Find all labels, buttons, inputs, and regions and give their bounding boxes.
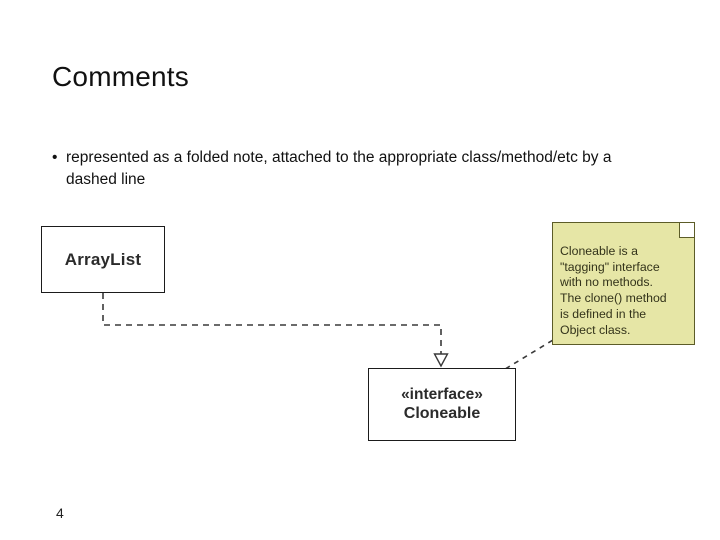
uml-class-arraylist[interactable]: ArrayList xyxy=(41,226,165,293)
uml-note[interactable]: Cloneable is a "tagging" interface with … xyxy=(552,222,695,345)
list-item: • represented as a folded note, attached… xyxy=(52,147,612,192)
page-title: Comments xyxy=(52,61,189,92)
uml-class-cloneable[interactable]: «interface» Cloneable xyxy=(368,368,516,441)
uml-class-name: Cloneable xyxy=(403,405,481,423)
page-number: 4 xyxy=(56,505,64,521)
uml-class-name: ArrayList xyxy=(64,249,142,269)
note-fold-icon xyxy=(679,223,694,238)
uml-note-text: Cloneable is a "tagging" interface with … xyxy=(560,243,667,337)
bullet-text: represented as a folded note, attached t… xyxy=(66,149,612,189)
hollow-triangle-arrowhead xyxy=(433,353,449,368)
realization-dashed-line xyxy=(102,293,442,360)
bullet-list: • represented as a folded note, attached… xyxy=(52,147,612,192)
uml-stereotype: «interface» xyxy=(401,385,483,403)
bullet-dot-icon: • xyxy=(52,149,58,166)
